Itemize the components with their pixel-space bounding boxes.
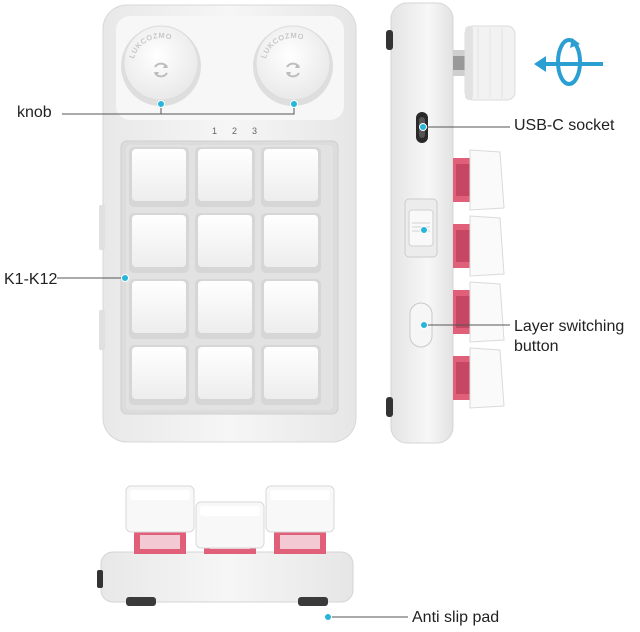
rotate-arrow-icon	[534, 38, 603, 86]
refresh-logo-icon	[154, 62, 168, 78]
layer-indicator-3: 3	[252, 126, 257, 136]
callouts	[57, 106, 510, 618]
layer-indicator-2: 2	[232, 126, 237, 136]
layer-switch-label: Layer switching button	[514, 317, 638, 357]
keycap-k10	[129, 345, 189, 405]
keycap-k4	[129, 213, 189, 273]
knob-left: LUKCOZMO	[121, 25, 201, 106]
front-view: LUKCOZMO LUKCOZMO 1 2 3	[99, 4, 357, 443]
side-view	[386, 2, 603, 444]
bottom-key	[265, 485, 335, 554]
keycap-k3	[261, 147, 321, 207]
knob-label: knob	[17, 104, 52, 121]
keycap-k12	[261, 345, 321, 405]
keycap-k1	[129, 147, 189, 207]
knob-side	[464, 25, 516, 101]
knob-right: LUKCOZMO	[253, 25, 333, 106]
side-key	[453, 149, 505, 211]
side-key	[453, 347, 505, 409]
keycap-k8	[195, 279, 255, 339]
keycap-k9	[261, 279, 321, 339]
anti-slip-pad	[298, 597, 328, 606]
keycap-k5	[195, 213, 255, 273]
callout-dots	[121, 100, 428, 621]
side-key	[453, 215, 505, 277]
bottom-view	[97, 485, 354, 606]
keycap-k2	[195, 147, 255, 207]
key-grid	[129, 147, 321, 405]
side-keys	[453, 149, 505, 409]
keycap-k6	[261, 213, 321, 273]
keys-label: K1-K12	[4, 271, 58, 288]
bottom-key	[125, 485, 195, 554]
anti-slip-label: Anti slip pad	[412, 609, 500, 626]
side-key	[453, 281, 505, 343]
layer-switch-label-line1: Layer switching	[514, 318, 625, 335]
refresh-logo-icon	[286, 62, 300, 78]
bottom-key	[195, 501, 265, 554]
keycap-k11	[195, 345, 255, 405]
layer-indicator-1: 1	[212, 126, 217, 136]
bottom-keys	[125, 485, 335, 554]
layer-switch-label-line2: button	[514, 338, 559, 355]
anti-slip-pad	[126, 597, 156, 606]
usb-c-label: USB-C socket	[514, 117, 615, 134]
keycap-k7	[129, 279, 189, 339]
